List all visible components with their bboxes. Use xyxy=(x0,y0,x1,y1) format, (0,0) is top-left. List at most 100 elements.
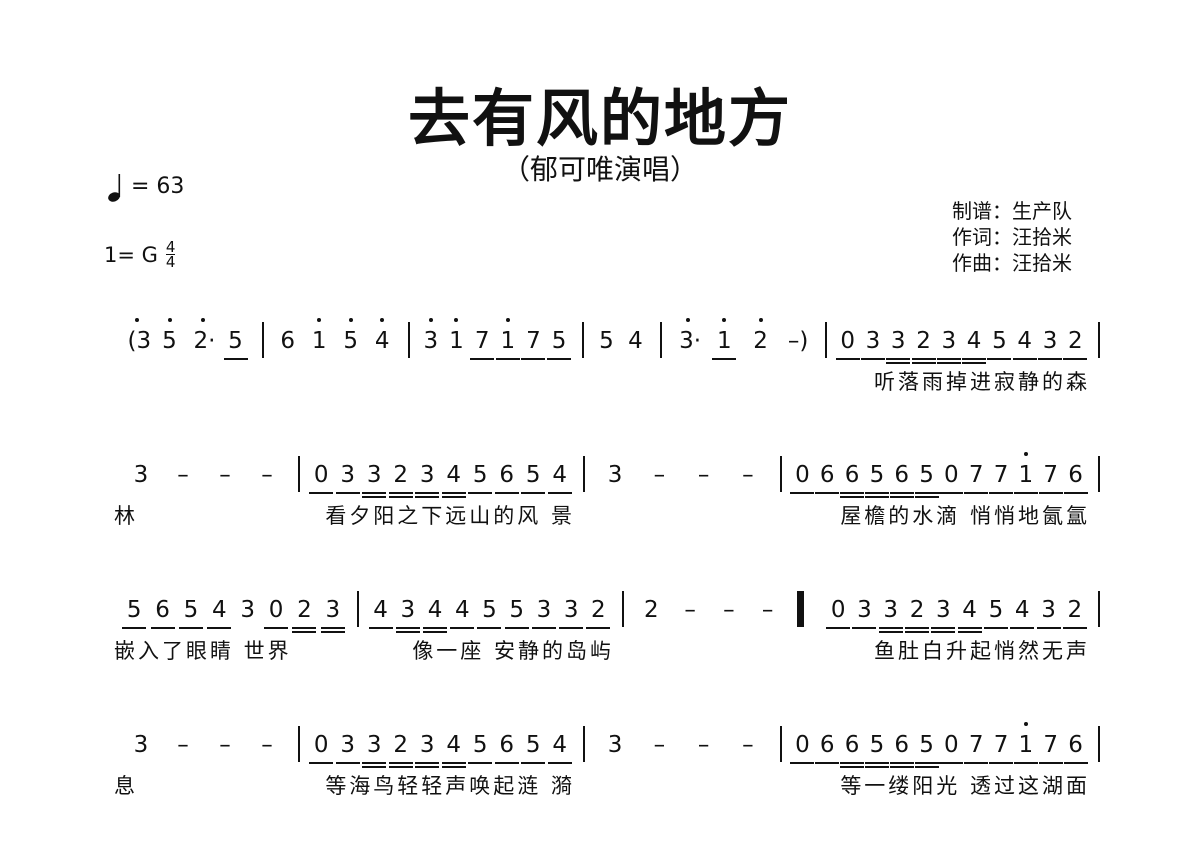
note: – xyxy=(219,462,231,488)
note: – xyxy=(742,732,754,758)
note: 7 xyxy=(521,316,546,360)
barline xyxy=(1098,591,1100,627)
measure: 3––– xyxy=(587,720,776,800)
note: 3 xyxy=(852,585,877,629)
note: 6 xyxy=(1063,450,1088,494)
note: 5 xyxy=(178,585,203,629)
note: 2 xyxy=(388,720,413,768)
note: 4 xyxy=(962,316,987,364)
tempo-value: = 63 xyxy=(131,174,185,199)
note: 5 xyxy=(223,316,248,360)
note: 4 xyxy=(628,328,643,354)
note: 4 xyxy=(547,720,572,764)
note: 2 xyxy=(388,450,413,498)
note: 1 xyxy=(495,316,520,360)
credit-lyricist: 作词：汪拾米 xyxy=(952,225,1072,249)
lyric: 像一座 安静的岛屿 xyxy=(412,639,614,663)
barline xyxy=(298,456,300,492)
note: 3 xyxy=(607,732,623,758)
credits: 制谱：生产队 作词：汪拾米 作曲：汪拾米 xyxy=(952,198,1072,276)
notes: 3 – – – xyxy=(114,450,294,492)
note: 1 xyxy=(310,316,328,356)
note: 3 xyxy=(886,316,911,364)
note: 5 xyxy=(864,720,889,768)
note: 4 xyxy=(441,450,466,498)
barline xyxy=(262,322,264,358)
note: 3 xyxy=(362,450,387,498)
barline xyxy=(780,456,782,492)
note: 4 xyxy=(368,585,393,629)
time-bottom: 4 xyxy=(165,253,176,271)
note: 3 xyxy=(133,462,149,488)
barline xyxy=(660,322,662,358)
note: 0 xyxy=(790,720,815,764)
note: 4 xyxy=(423,585,448,633)
note: 4 xyxy=(957,585,982,633)
note: 3 xyxy=(931,585,956,633)
note: – xyxy=(177,732,189,758)
repeat-sign xyxy=(799,591,804,627)
note: 2 xyxy=(1063,316,1088,360)
note: 3 xyxy=(936,316,961,364)
note: 5 xyxy=(504,585,529,629)
note: 4 xyxy=(207,585,232,629)
note: 4 xyxy=(1010,585,1035,629)
barline xyxy=(583,726,585,762)
credit-composer: 作曲：汪拾米 xyxy=(952,251,1072,275)
note: – xyxy=(177,462,189,488)
note: 2 xyxy=(1062,585,1087,629)
note: 2 xyxy=(752,316,770,356)
note: – xyxy=(219,732,231,758)
note: 4 xyxy=(1012,316,1037,360)
note: 3 xyxy=(531,585,556,629)
note: –) xyxy=(787,328,809,354)
note: 0 xyxy=(826,585,851,629)
note: 5 xyxy=(521,450,546,494)
note: 7 xyxy=(989,720,1014,764)
note: 5 xyxy=(864,450,889,498)
note: 5 xyxy=(521,720,546,764)
note: 7 xyxy=(1038,720,1063,764)
barline xyxy=(825,322,827,358)
note: 5 xyxy=(468,720,493,764)
note: 6 xyxy=(889,720,914,768)
notes: 3––– xyxy=(114,720,294,762)
note: 0 xyxy=(264,585,289,629)
note: – xyxy=(697,732,710,758)
measure: 2––– xyxy=(626,585,793,665)
measure: 3–––林 xyxy=(114,450,294,530)
note: 6 xyxy=(840,450,865,498)
note: 7 xyxy=(1038,450,1063,494)
credit-arranger: 制谱：生产队 xyxy=(952,199,1072,223)
note: 5 xyxy=(983,585,1008,629)
note: 5 xyxy=(468,450,493,494)
note: – xyxy=(761,597,774,623)
barline xyxy=(780,726,782,762)
note: 5 xyxy=(599,328,614,354)
note: 3 xyxy=(422,316,440,356)
note: – xyxy=(261,462,273,488)
note: 1 xyxy=(1013,720,1038,764)
lyric: 等海鸟轻轻声唤起涟 漪 xyxy=(325,774,575,798)
note: 3 xyxy=(362,720,387,768)
note: 6 xyxy=(815,720,840,764)
note: 0 xyxy=(939,720,964,764)
note: 1 xyxy=(447,316,465,356)
note: 0 xyxy=(939,450,964,494)
